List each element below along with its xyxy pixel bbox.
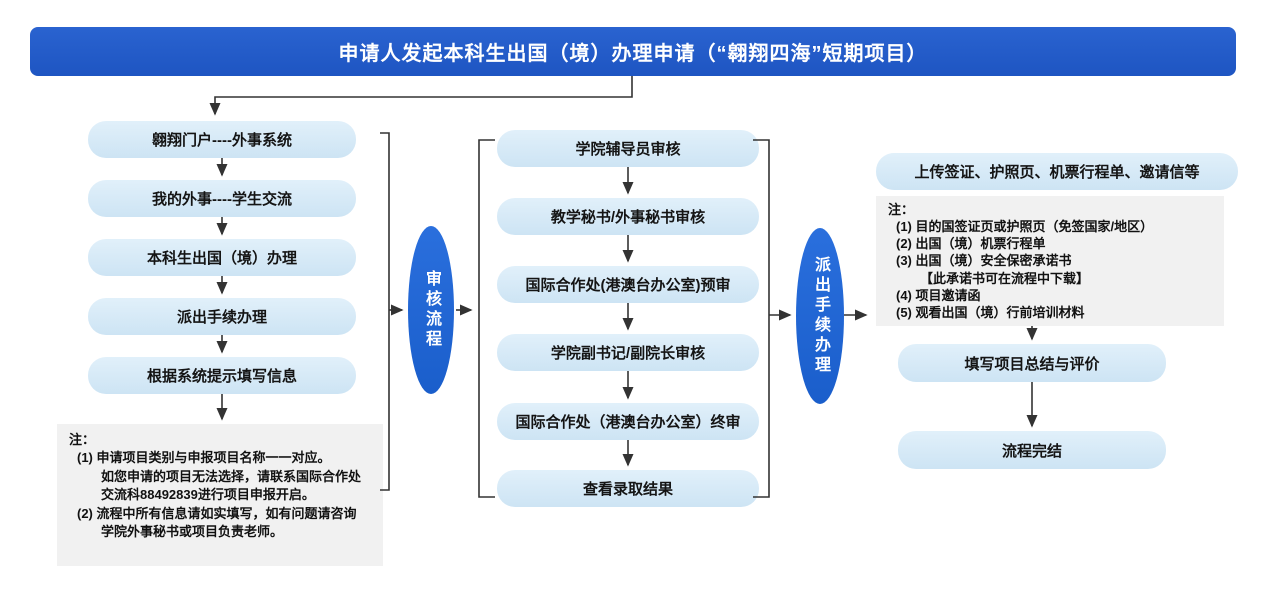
right-note-box: 注： (1) 目的国签证页或护照页（免签国家/地区） (2) 出国（境）机票行程… (876, 196, 1224, 326)
step-process-complete: 流程完结 (898, 431, 1166, 469)
right-note-line: (3) 出国（境）安全保密承诺书 (896, 253, 1072, 269)
dispatch-procedure-label: 派出手续办理 (812, 256, 829, 376)
step-vice-dean-review: 学院副书记/副院长审核 (497, 334, 759, 371)
right-note-line: 注： (888, 202, 915, 217)
step-dispatch-procedure: 派出手续办理 (88, 298, 356, 335)
step-portal-system: 翱翔门户----外事系统 (88, 121, 356, 158)
right-note-line: (2) 出国（境）机票行程单 (896, 236, 1046, 252)
step-counselor-review: 学院辅导员审核 (497, 130, 759, 167)
right-note-line: 【此承诺书可在流程中下载】 (920, 270, 1090, 286)
middle-left-bracket (478, 139, 495, 498)
left-note-line: 交流科88492839进行项目申报开启。 (101, 487, 315, 503)
step-view-admission-result: 查看录取结果 (497, 470, 759, 507)
left-note-line: 注： (69, 432, 96, 447)
middle-right-bracket (753, 139, 770, 498)
left-note-line: 如您申请的项目无法选择，请联系国际合作处 (101, 468, 362, 484)
review-process-oval: 审核流程 (408, 226, 454, 394)
right-note-line: (5) 观看出国（境）行前培训材料 (896, 304, 1085, 320)
step-fill-info: 根据系统提示填写信息 (88, 357, 356, 394)
step-upload-documents: 上传签证、护照页、机票行程单、邀请信等 (876, 153, 1238, 190)
step-project-summary: 填写项目总结与评价 (898, 344, 1166, 382)
right-note-line: (4) 项目邀请函 (896, 287, 981, 303)
right-note-line: (1) 目的国签证页或护照页（免签国家/地区） (896, 219, 1154, 235)
step-my-foreign-affairs: 我的外事----学生交流 (88, 180, 356, 217)
step-intl-office-pre-review: 国际合作处(港澳台办公室)预审 (497, 266, 759, 303)
step-undergrad-abroad: 本科生出国（境）办理 (88, 239, 356, 276)
left-note-line: 学院外事秘书或项目负责老师。 (101, 524, 284, 540)
step-intl-office-final-review: 国际合作处（港澳台办公室）终审 (497, 403, 759, 440)
banner-to-left-arrow (209, 76, 633, 116)
left-note-line: (2) 流程中所有信息请如实填写，如有问题请咨询 (77, 505, 357, 521)
review-process-label: 审核流程 (423, 270, 440, 350)
step-secretary-review: 教学秘书/外事秘书审核 (497, 198, 759, 235)
left-note-box: 注： (1) 申请项目类别与申报项目名称一一对应。 如您申请的项目无法选择，请联… (57, 424, 383, 566)
left-note-line: (1) 申请项目类别与申报项目名称一一对应。 (77, 450, 331, 466)
title-banner: 申请人发起本科生出国（境）办理申请（“翱翔四海”短期项目） (30, 27, 1236, 76)
dispatch-procedure-oval: 派出手续办理 (796, 228, 844, 404)
banner-title: 申请人发起本科生出国（境）办理申请（“翱翔四海”短期项目） (338, 43, 928, 65)
